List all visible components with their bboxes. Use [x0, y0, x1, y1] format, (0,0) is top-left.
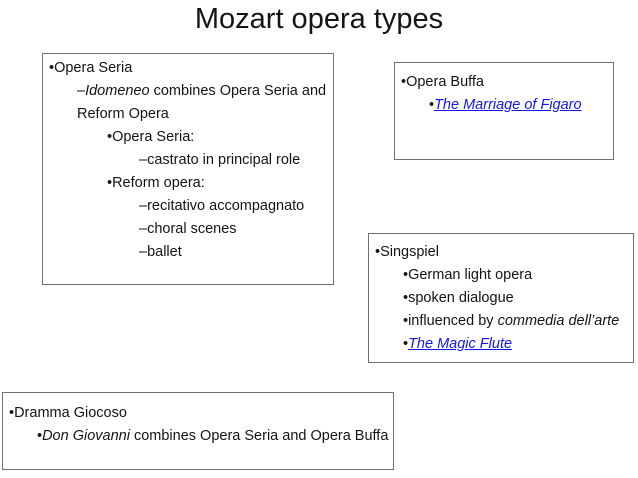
text-run: combines Opera Seria and [149, 83, 327, 99]
bullet-line: –ballet [49, 241, 330, 264]
text-run: Don Giovanni [42, 428, 130, 444]
bullet-icon: • [403, 313, 409, 329]
dash-icon: – [139, 152, 148, 168]
bullet-icon: • [403, 267, 409, 283]
bullet-line: –choral scenes [49, 218, 330, 241]
text-run: combines Opera Seria and Opera Buffa [129, 428, 389, 444]
bullet-icon: • [9, 405, 15, 421]
text-run: recitativo accompagnato [147, 198, 305, 214]
bullet-line: •Opera Seria: [49, 126, 330, 149]
bullet-icon: • [375, 244, 381, 260]
bullet-line: •Dramma Giocoso [9, 402, 390, 425]
bullet-icon: • [49, 60, 55, 76]
dash-icon: – [139, 244, 148, 260]
bullet-icon: • [107, 175, 113, 191]
dash-icon: – [139, 198, 148, 214]
bullet-line: •Singspiel [375, 241, 630, 264]
bullet-line: •Opera Buffa [401, 71, 610, 94]
dash-icon: – [77, 83, 86, 99]
bullet-icon: • [107, 129, 113, 145]
bullet-line: –recitativo accompagnato [49, 195, 330, 218]
slide-title: Mozart opera types [194, 3, 444, 35]
text-run: Singspiel [380, 244, 439, 260]
bullet-line: •German light opera [375, 264, 630, 287]
hyperlink-the-marriage-of-figaro[interactable]: The Marriage of Figaro [434, 97, 582, 113]
dash-icon: – [139, 221, 148, 237]
bullet-line: •Opera Seria [49, 57, 330, 80]
text-run: Reform opera: [112, 175, 205, 191]
text-run: Opera Buffa [406, 74, 485, 90]
text-run: choral scenes [147, 221, 237, 237]
textbox-singspiel: •Singspiel•German light opera•spoken dia… [368, 233, 634, 363]
bullet-icon: • [403, 336, 409, 352]
text-run: ballet [147, 244, 182, 260]
text-run: Opera Seria: [112, 129, 195, 145]
bullet-line: –castrato in principal role [49, 149, 330, 172]
bullet-line: •Don Giovanni combines Opera Seria and O… [9, 425, 390, 448]
bullet-line: •The Magic Flute [375, 333, 630, 356]
bullet-line: •influenced by commedia dell’arte [375, 310, 630, 333]
bullet-line: •Reform opera: [49, 172, 330, 195]
text-run: Dramma Giocoso [14, 405, 127, 421]
bullet-line: –Idomeneo combines Opera Seria and [49, 80, 330, 103]
bullet-line: Reform Opera [49, 103, 330, 126]
bullet-icon: • [429, 97, 435, 113]
text-run: castrato in principal role [147, 152, 301, 168]
text-run: Opera Seria [54, 60, 133, 76]
textbox-opera-buffa: •Opera Buffa•The Marriage of Figaro [394, 62, 614, 160]
text-run: German light opera [408, 267, 533, 283]
hyperlink-the-magic-flute[interactable]: The Magic Flute [408, 336, 513, 352]
text-run: Idomeneo [85, 83, 150, 99]
bullet-icon: • [403, 290, 409, 306]
text-run: influenced by [408, 313, 498, 329]
textbox-opera-seria: •Opera Seria–Idomeneo combines Opera Ser… [42, 53, 334, 285]
text-run: spoken dialogue [408, 290, 514, 306]
text-run: commedia dell’arte [497, 313, 620, 329]
bullet-icon: • [37, 428, 43, 444]
textbox-dramma-giocoso: •Dramma Giocoso•Don Giovanni combines Op… [2, 392, 394, 470]
bullet-line: •spoken dialogue [375, 287, 630, 310]
bullet-icon: • [401, 74, 407, 90]
bullet-line: •The Marriage of Figaro [401, 94, 610, 117]
text-run: Reform Opera [77, 106, 169, 122]
